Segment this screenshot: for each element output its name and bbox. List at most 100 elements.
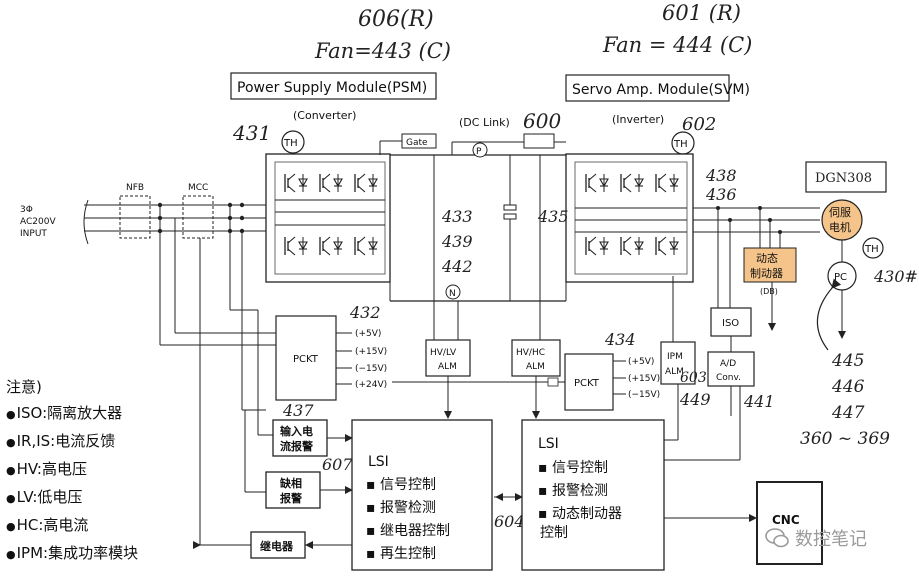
hw-603: 603	[680, 370, 707, 386]
hvlv-line1: HV/LV	[430, 348, 457, 358]
svm-th-label: TH	[673, 139, 688, 150]
hv-hc-alarm-box	[511, 339, 561, 377]
hw-svm-fan: Fan = 444 (C)	[602, 33, 752, 57]
psm-voltage-2: (−15V)	[355, 364, 387, 374]
hw-442: 442	[441, 257, 473, 276]
note-item-3: ●LV:低电压	[6, 488, 83, 506]
motor-line1: 伺服	[829, 206, 851, 219]
lsi-right-item-2: ▪ 动态制动器	[538, 506, 622, 522]
hw-431: 431	[232, 121, 271, 145]
ad-line1: A/D	[720, 359, 736, 369]
inverter-label: (Inverter)	[612, 113, 664, 126]
lsi-right-item-3: 控制	[540, 525, 568, 541]
hw-449: 449	[679, 390, 711, 409]
hw-446: 446	[831, 377, 865, 397]
motor-line2: 电机	[829, 220, 851, 234]
inverter-box	[565, 153, 694, 283]
hw-svm-r: 601 (R)	[662, 1, 741, 25]
psm-thermistor-icon	[281, 130, 305, 154]
lsi-left-item-3: ▪ 再生控制	[366, 546, 436, 562]
hw-437: 437	[282, 401, 314, 420]
hvhc-line2: ALM	[526, 362, 545, 372]
dclink-label: (DC Link)	[459, 116, 510, 129]
hw-430: 430#	[873, 267, 918, 286]
notes-legend: 注意) ●ISO:隔离放大器 ●IR,IS:电流反馈 ●HV:高电压 ●LV:低…	[6, 374, 196, 568]
pckt-right-label: PCKT	[574, 378, 600, 389]
dgn308-box	[805, 161, 887, 193]
hw-438: 438	[705, 166, 737, 185]
svm-title: Servo Amp. Module(SVM)	[572, 82, 750, 98]
svm-voltage-2: (−15V)	[628, 390, 660, 400]
phase-alarm-line2: 报警	[280, 491, 302, 505]
p-terminal-label: P	[476, 147, 482, 157]
mcc-contactor	[182, 195, 214, 239]
motor-thermistor-icon	[862, 237, 884, 259]
converter-box	[265, 153, 391, 283]
ipm-line2: ALM	[665, 367, 684, 377]
capacitor-icon	[503, 204, 517, 211]
hw-604: 604	[494, 512, 525, 531]
hw-433: 433	[441, 207, 473, 226]
relay-box	[250, 531, 306, 559]
iso-label: ISO	[722, 318, 739, 329]
lsi-right-title: LSI	[538, 436, 559, 452]
motor-th-label: TH	[864, 244, 879, 255]
hw-600: 600	[523, 109, 561, 133]
hw-436: 436	[705, 185, 737, 204]
hw-360: 360 ~ 369	[800, 429, 890, 449]
mcc-label: MCC	[188, 183, 208, 193]
input-line3: INPUT	[20, 229, 47, 239]
watermark-text: 数控笔记	[795, 529, 867, 550]
hw-602: 602	[682, 114, 716, 135]
hw-435: 435	[537, 207, 569, 226]
psm-voltage-3: (+24V)	[355, 380, 387, 390]
nfb-breaker	[119, 195, 151, 239]
converter-label: (Converter)	[293, 109, 356, 122]
cnc-label: CNC	[772, 513, 800, 527]
lsi-left-item-0: ▪ 信号控制	[366, 477, 436, 493]
psm-voltage-0: (+5V)	[355, 329, 381, 339]
psm-title: Power Supply Module(PSM)	[237, 80, 427, 96]
brake-line1: 动态	[756, 252, 778, 265]
psm-title-box	[230, 72, 437, 100]
lsi-left-item-1: ▪ 报警检测	[366, 500, 436, 516]
notes-title: 注意)	[6, 378, 42, 396]
note-item-4: ●HC:高电流	[6, 516, 89, 534]
input-current-alarm-box	[272, 419, 328, 457]
n-terminal-label: N	[449, 289, 456, 299]
svm-voltage-1: (+15V)	[628, 374, 660, 384]
lsi-right-box	[521, 419, 665, 571]
p-terminal-icon	[472, 142, 488, 158]
input-line2: AC200V	[20, 217, 56, 227]
psm-voltage-1: (+15V)	[355, 347, 387, 357]
input-alarm-line2: 流报警	[280, 439, 313, 453]
note-item-1: ●IR,IS:电流反馈	[6, 432, 116, 450]
input-alarm-line1: 输入电	[280, 424, 313, 438]
hw-434: 434	[604, 330, 636, 349]
input-line1: 3Φ	[20, 205, 33, 215]
hw-psm-r: 606(R)	[358, 7, 434, 32]
iso-box	[710, 307, 752, 337]
pckt-left	[275, 315, 337, 401]
dc-link-sensor-box	[523, 133, 555, 149]
watermark: 数控笔记	[765, 524, 915, 552]
hvhc-line1: HV/HC	[516, 348, 545, 358]
phase-loss-alarm-box	[265, 471, 321, 509]
dgn308-label: DGN308	[815, 171, 872, 186]
n-terminal-icon	[445, 284, 461, 300]
hw-439: 439	[441, 232, 473, 251]
svm-voltage-0: (+5V)	[628, 357, 654, 367]
lsi-right-item-0: ▪ 信号控制	[538, 460, 608, 476]
hw-607: 607	[322, 455, 353, 474]
hw-441: 441	[743, 392, 775, 411]
hv-lv-alarm-box	[425, 339, 471, 377]
hw-445: 445	[831, 351, 864, 371]
lsi-right-item-1: ▪ 报警检测	[538, 483, 608, 499]
wechat-icon	[765, 528, 789, 548]
relay-label: 继电器	[260, 539, 294, 553]
lsi-left-item-2: ▪ 继电器控制	[366, 523, 450, 539]
svm-title-box	[565, 74, 730, 102]
lsi-left-box	[351, 419, 493, 571]
note-item-5: ●IPM:集成功率模块	[6, 544, 139, 562]
db-label: (DB)	[760, 287, 778, 296]
